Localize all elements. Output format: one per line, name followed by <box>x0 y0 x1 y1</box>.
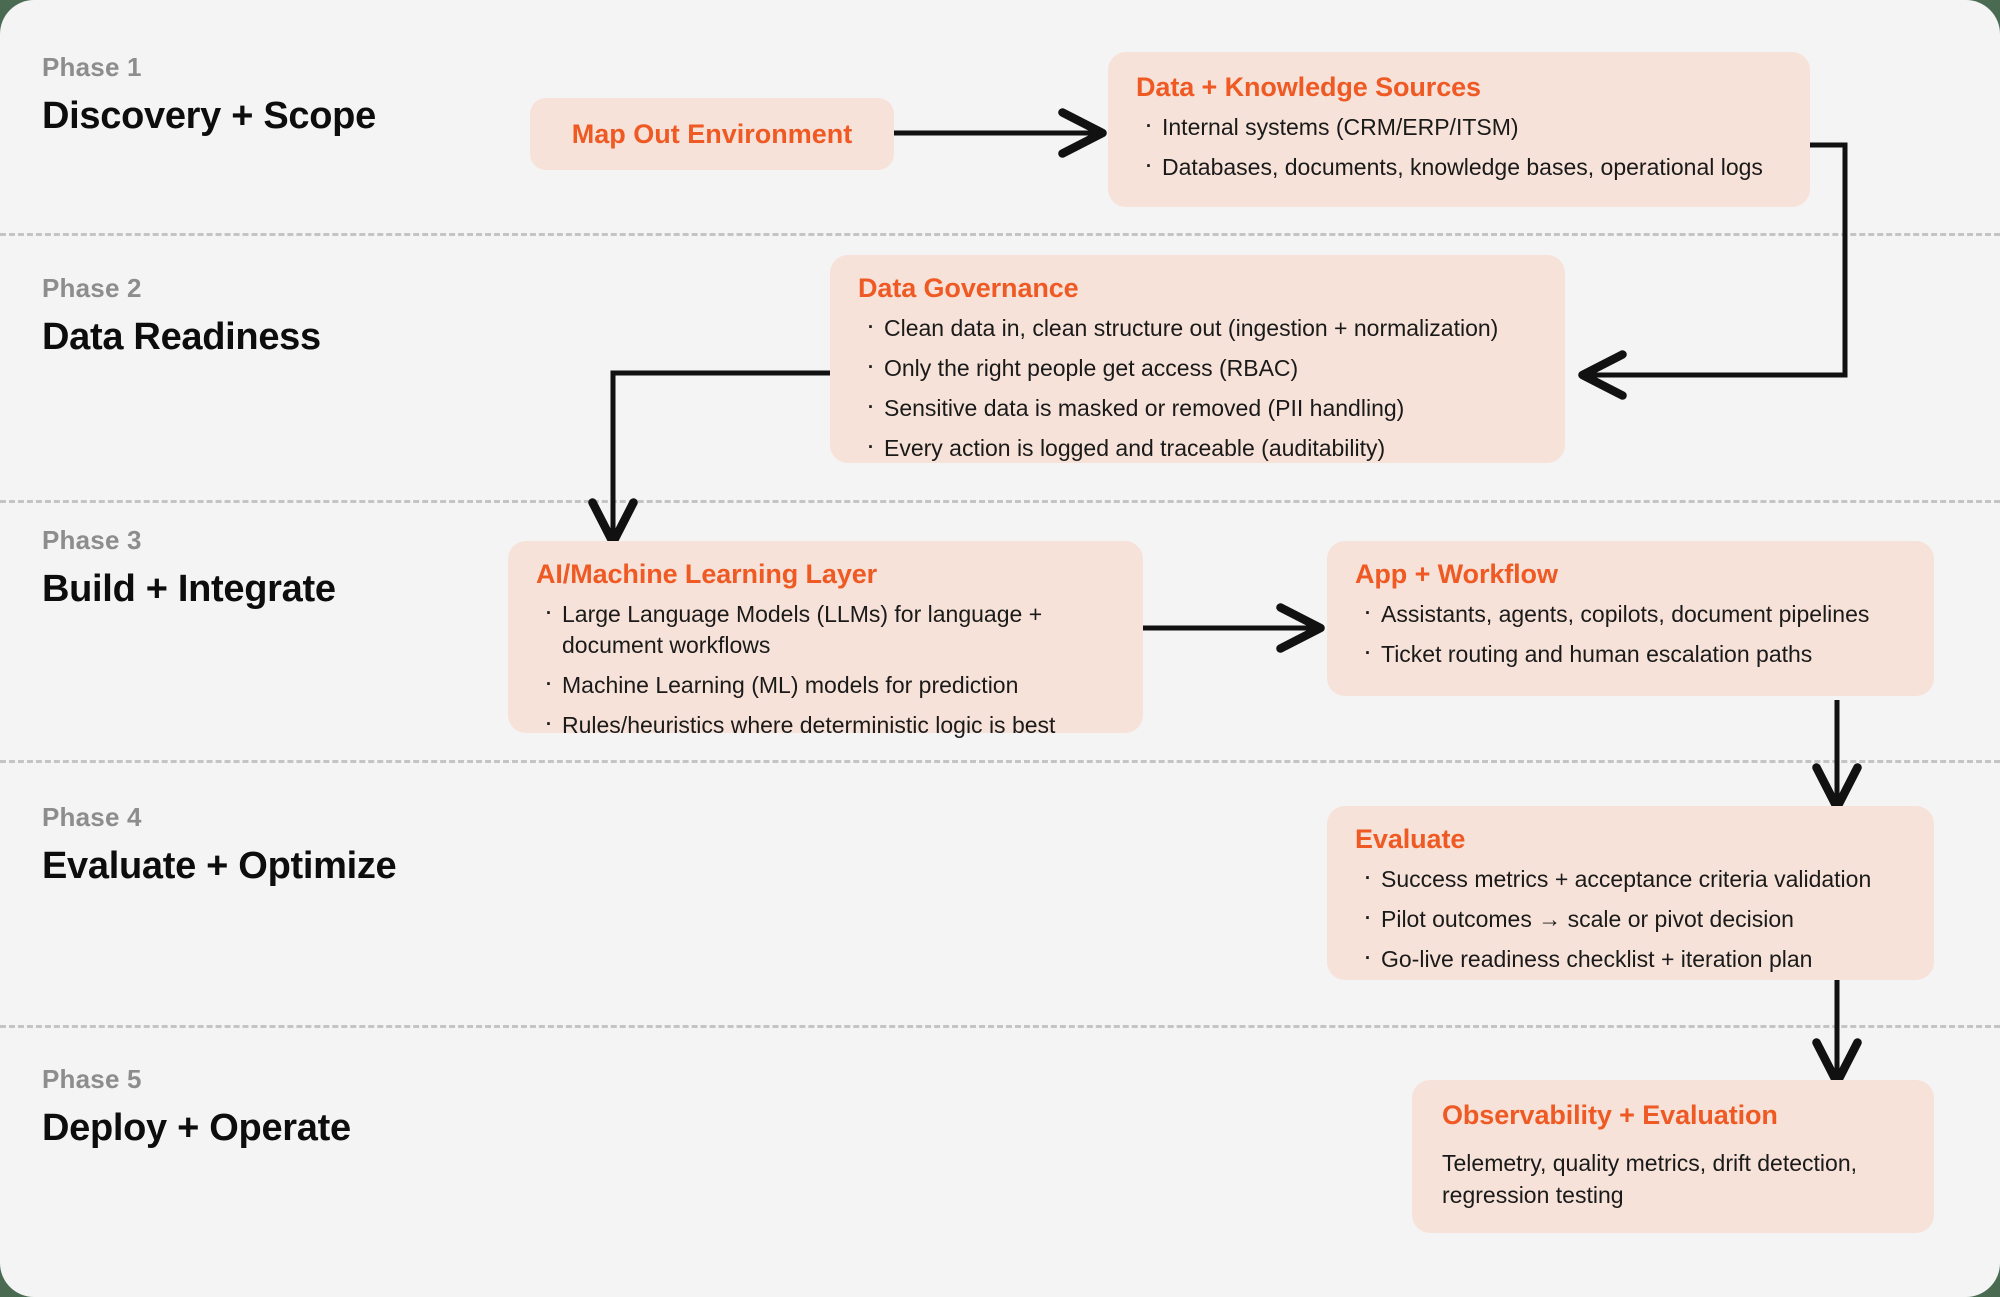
node-bullet-list: Large Language Models (LLMs) for languag… <box>536 596 1115 741</box>
node-title: App + Workflow <box>1355 559 1558 589</box>
node-bullet-list: Success metrics + acceptance criteria va… <box>1355 861 1906 975</box>
list-item: Go-live readiness checklist + iteration … <box>1355 941 1906 975</box>
node-label: Map Out Environment <box>571 118 853 149</box>
list-item: Only the right people get access (RBAC) <box>858 350 1537 384</box>
node-observability-evaluation[interactable]: Observability + Evaluation Telemetry, qu… <box>1412 1080 1934 1233</box>
list-item: Assistants, agents, copilots, document p… <box>1355 596 1906 630</box>
node-bullet-list: Internal systems (CRM/ERP/ITSM) Database… <box>1136 109 1782 183</box>
list-item: Machine Learning (ML) models for predict… <box>536 667 1115 701</box>
list-item: Clean data in, clean structure out (inge… <box>858 310 1537 344</box>
phase-kicker: Phase 4 <box>42 802 142 832</box>
list-item: Rules/heuristics where deterministic log… <box>536 707 1115 741</box>
list-item: Sensitive data is masked or removed (PII… <box>858 390 1537 424</box>
phase-kicker: Phase 5 <box>42 1064 142 1094</box>
node-ai-ml-layer[interactable]: AI/Machine Learning Layer Large Language… <box>508 541 1143 738</box>
node-evaluate[interactable]: Evaluate Success metrics + acceptance cr… <box>1327 806 1934 980</box>
list-item: Databases, documents, knowledge bases, o… <box>1136 149 1782 183</box>
phase-label-4: Phase 4 Evaluate + Optimize <box>42 802 397 888</box>
phase-label-2: Phase 2 Data Readiness <box>42 273 321 359</box>
node-bullet-list: Clean data in, clean structure out (inge… <box>858 310 1537 464</box>
phase-title: Deploy + Operate <box>42 1107 351 1149</box>
phase-kicker: Phase 3 <box>42 525 142 555</box>
phase-title: Evaluate + Optimize <box>42 845 397 887</box>
node-data-knowledge-sources[interactable]: Data + Knowledge Sources Internal system… <box>1108 52 1810 207</box>
phase-label-1: Phase 1 Discovery + Scope <box>42 52 376 138</box>
phase-title: Build + Integrate <box>42 568 336 610</box>
phase-kicker: Phase 1 <box>42 52 142 82</box>
node-map-out-environment[interactable]: Map Out Environment <box>530 98 894 170</box>
phase-divider-1 <box>0 233 2000 236</box>
node-title: Evaluate <box>1355 824 1466 854</box>
phase-kicker: Phase 2 <box>42 273 142 303</box>
node-data-governance[interactable]: Data Governance Clean data in, clean str… <box>830 255 1565 463</box>
phase-label-5: Phase 5 Deploy + Operate <box>42 1064 351 1150</box>
node-title: AI/Machine Learning Layer <box>536 559 878 589</box>
node-title: Data + Knowledge Sources <box>1136 72 1481 102</box>
node-title: Observability + Evaluation <box>1442 1100 1778 1130</box>
list-item: Internal systems (CRM/ERP/ITSM) <box>1136 109 1782 143</box>
list-item: Success metrics + acceptance criteria va… <box>1355 861 1906 895</box>
phase-title: Discovery + Scope <box>42 95 376 137</box>
phase-divider-2 <box>0 500 2000 503</box>
node-title: Data Governance <box>858 273 1079 303</box>
list-item: Pilot outcomes → scale or pivot decision <box>1355 901 1906 935</box>
phase-label-3: Phase 3 Build + Integrate <box>42 525 336 611</box>
list-item: Every action is logged and traceable (au… <box>858 430 1537 464</box>
phase-title: Data Readiness <box>42 316 321 358</box>
list-item: Large Language Models (LLMs) for languag… <box>536 596 1115 661</box>
list-item: Ticket routing and human escalation path… <box>1355 636 1906 670</box>
node-bullet-list: Assistants, agents, copilots, document p… <box>1355 596 1906 670</box>
connector-data-governance-to-ai-ml <box>588 370 830 547</box>
node-app-workflow[interactable]: App + Workflow Assistants, agents, copil… <box>1327 541 1934 696</box>
node-body-text: Telemetry, quality metrics, drift detect… <box>1442 1150 1857 1208</box>
phase-divider-3 <box>0 760 2000 763</box>
phase-divider-4 <box>0 1025 2000 1028</box>
